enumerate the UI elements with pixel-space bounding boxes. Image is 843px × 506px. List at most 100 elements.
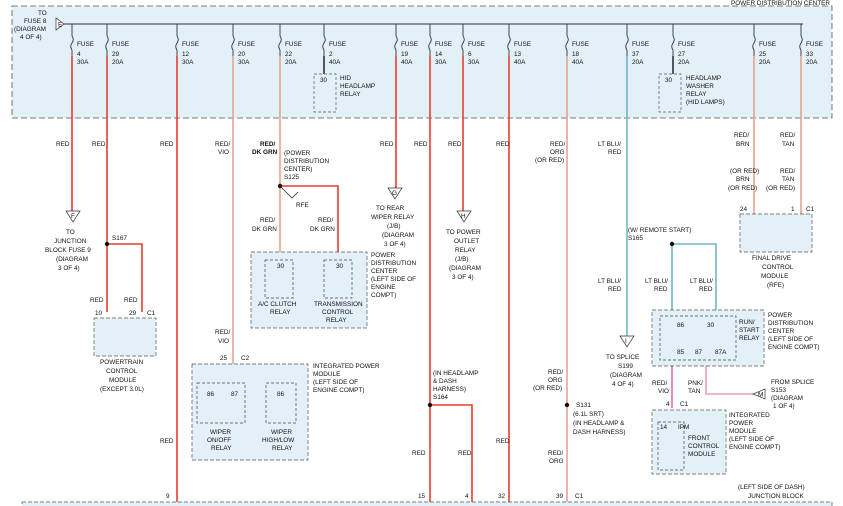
wc-redtan-2: RED/ <box>780 168 795 175</box>
fuse-amp-4: 30A <box>77 59 89 66</box>
wc-rs-l0: LT BLU/ <box>645 278 668 285</box>
fuse-name-18: FUSE <box>572 41 589 48</box>
trans-relay <box>323 259 353 299</box>
fuse-num-25: 25 <box>759 51 767 58</box>
ac-relay-l0: A/C CLUTCH <box>258 301 297 308</box>
fcm-pin-14: 14 <box>660 424 668 431</box>
conn-f-2: BLOCK FUSE 9 <box>45 247 91 254</box>
wc-ltblu-0: LT BLU/ <box>598 141 621 148</box>
fuse-27-icon <box>671 35 675 51</box>
conn-g-0: TO REAR <box>376 205 405 212</box>
fuse-name-14: FUSE <box>435 41 452 48</box>
wc-s125-r1: DK GRN <box>310 226 335 233</box>
hid-relay-label-2: RELAY <box>340 91 361 98</box>
connector-m-icon <box>752 388 766 400</box>
connector-e-letter: E <box>58 22 62 29</box>
pdc-title: POWER DISTRIBUTION CENTER <box>731 0 830 7</box>
fdcm-box <box>739 213 813 253</box>
conn-g-3: (DIAGRAM <box>382 232 414 239</box>
wc-bot-5a: RED/ <box>548 450 563 457</box>
fcm-loc-0: INTEGRATED <box>729 412 770 419</box>
wc-redtan-3: TAN <box>782 176 795 183</box>
fuse-amp-37: 20A <box>632 59 644 66</box>
wc-bot-3: RED <box>458 450 472 457</box>
wc-red-3: RED <box>160 141 174 148</box>
washer-relay-label-2: RELAY <box>686 91 707 98</box>
s131-0: S131 <box>576 402 591 409</box>
fuse-amp-14: 30A <box>435 59 447 66</box>
conn-h-5: 3 OF 4) <box>452 274 474 281</box>
conn-f-3: (DIAGRAM <box>56 256 88 263</box>
fdcm-l1: CONTROL <box>762 264 794 271</box>
wc-red-7: RED <box>496 141 510 148</box>
fuse-12-icon <box>175 35 179 51</box>
wc-s131-1: ORG <box>548 377 563 384</box>
conn-f-0: TO <box>66 229 75 236</box>
wc-fcm-l1: VIO <box>658 388 669 395</box>
conn-h-2: RELAY <box>455 247 476 254</box>
top-ref-1: FUSE 8 <box>24 18 47 25</box>
pdc-relay-box <box>250 251 368 329</box>
pcm-box <box>93 317 157 357</box>
fuse-4-icon <box>70 35 74 51</box>
wc-s125-r0: RED/ <box>318 217 333 224</box>
conn-h-3: (J/B) <box>455 256 469 263</box>
splice-dot-3 <box>564 402 570 408</box>
fuse-25-icon <box>752 35 756 51</box>
top-ref-3: 4 OF 4) <box>20 34 42 41</box>
hid-relay-box <box>313 73 337 113</box>
fuse-20-icon <box>231 35 235 51</box>
fuse-name-13: FUSE <box>514 41 531 48</box>
fuse-num-33: 33 <box>806 51 814 58</box>
rs-pin-86: 86 <box>677 322 685 329</box>
fuse-name-25: FUSE <box>759 41 776 48</box>
wc-pcm-1: RED <box>90 297 104 304</box>
fuse-name-37: FUSE <box>632 41 649 48</box>
pcm-pin-10: 10 <box>95 310 103 317</box>
fuse-22-icon <box>278 35 282 51</box>
fdcm-l2: MODULE <box>761 273 788 280</box>
pcm-pin-c1: C1 <box>147 310 156 317</box>
onoff-l0: WIPER <box>210 429 231 436</box>
s164-1: & DASH <box>433 378 457 385</box>
wc-redvio-1: VIO <box>218 149 229 156</box>
conn-m-3: 1 OF 4) <box>773 403 795 410</box>
fuse-name-33: FUSE <box>806 41 823 48</box>
conn-i-0: TO SPLICE <box>606 354 639 361</box>
fcm-loc-4: ENGINE COMPT) <box>729 444 780 451</box>
fcm-pin-4: 4 <box>666 401 670 408</box>
wire-group <box>71 56 802 502</box>
fuse-num-37: 37 <box>632 51 640 58</box>
run-start-box <box>651 309 765 367</box>
rs-l1: START <box>739 327 759 334</box>
fuse-amp-29: 20A <box>112 59 124 66</box>
fuse-num-19: 19 <box>401 51 409 58</box>
washer-relay-label-0: HEADLAMP <box>686 75 721 82</box>
wiper-hilo-relay <box>265 382 297 424</box>
junction-block <box>21 501 833 506</box>
pcm-l3: (EXCEPT 3.0L) <box>100 386 144 393</box>
conn-m-1: S153 <box>771 387 786 394</box>
rs-loc-0: POWER <box>768 312 793 319</box>
ac-relay <box>264 259 294 299</box>
fdcm-pin-c1: C1 <box>806 206 815 213</box>
fdcm-l0: FINAL DRIVE <box>752 255 791 262</box>
rs-pin-85: 85 <box>677 349 685 356</box>
wc-bot-2: RED <box>412 450 426 457</box>
conn-h-letter: H <box>461 213 466 220</box>
fuse-amp-18: 40A <box>572 59 584 66</box>
wc-red-2: RED <box>92 141 106 148</box>
s131-2: (IN HEADLAMP & <box>573 420 625 427</box>
s125-0: (POWER <box>284 150 311 157</box>
fuse-13-icon <box>507 35 511 51</box>
washer-relay-label-3: (HID LAMPS) <box>686 99 725 106</box>
jb-pin-32: 32 <box>498 493 506 500</box>
fuse-name-12: FUSE <box>182 41 199 48</box>
fuse-num-18: 18 <box>572 51 580 58</box>
conn-m-2: (DIAGRAM <box>771 395 803 402</box>
s125-3: S125 <box>284 174 299 181</box>
rs-pin-30: 30 <box>707 322 715 329</box>
wc-ltblu-1: RED <box>608 149 622 156</box>
trans-relay-pin: 30 <box>336 263 344 270</box>
wc-bot-5b: ORG <box>549 458 564 465</box>
